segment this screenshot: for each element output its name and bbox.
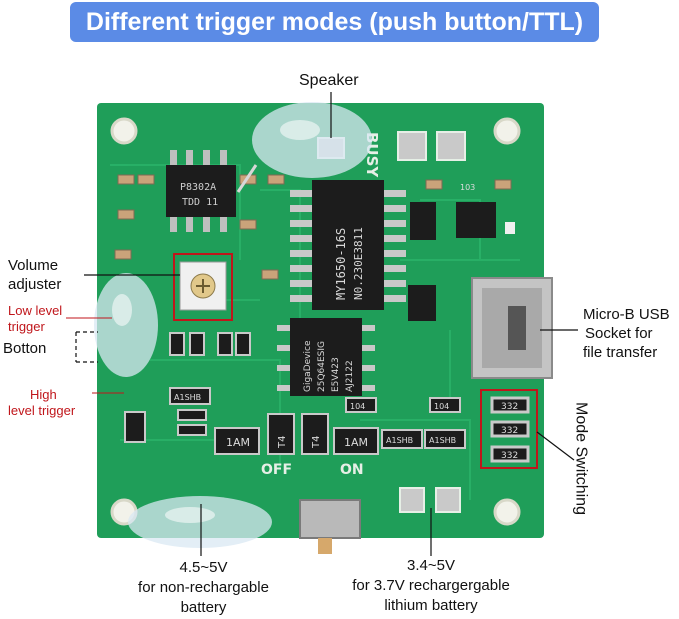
battery-pad-1 (399, 487, 425, 513)
volume-highlight-box (173, 253, 233, 321)
battery-pad-2 (435, 487, 461, 513)
title-banner: Different trigger modes (push button/TTL… (70, 2, 599, 42)
silk-off: OFF (261, 462, 292, 478)
res-332-b: 332 (501, 426, 518, 436)
glue-left (94, 273, 158, 377)
res-1am-a: 1AM (226, 436, 250, 449)
res-332-c: 332 (501, 451, 518, 461)
res-103: 103 (460, 183, 475, 192)
res-a1shb-b: A1SHB (429, 436, 456, 445)
glue-speaker (252, 102, 372, 178)
res-104-b: 104 (434, 402, 449, 411)
label-batt2-2: for 3.7V rechargergable (352, 577, 510, 594)
ic-small (166, 165, 236, 217)
label-usb-2: Socket for (585, 325, 653, 342)
res-104-a: 104 (350, 402, 365, 411)
label-usb-1: Micro-B USB (583, 306, 670, 323)
label-high-2: level trigger (8, 403, 76, 418)
label-high-1: High (30, 387, 57, 402)
silk-on: ON (340, 462, 364, 478)
ic-flash-label-1: GigaDevice (303, 340, 313, 392)
mount-hole-tr (493, 117, 521, 145)
ic-main-label-1: MY1650-16S (334, 228, 348, 300)
ic-flash (290, 318, 362, 396)
ic-flash-label-3: E5V423 (331, 357, 341, 392)
res-1am-b: 1AM (344, 436, 368, 449)
ic-flash-label-2: 25Q64ESIG (317, 341, 327, 392)
label-volume-1: Volume (8, 257, 59, 274)
res-t4-a: T4 (277, 436, 288, 449)
label-batt1-1: 4.5~5V (179, 559, 228, 576)
res-t4-b: T4 (311, 436, 322, 449)
mode-switching-box (480, 389, 538, 469)
label-batt1-2: for non-rechargable (138, 579, 269, 596)
mount-hole-tl (110, 117, 138, 145)
label-batt2-1: 3.4~5V (407, 557, 455, 574)
label-low-2: trigger (8, 319, 45, 334)
ic-small-label-2: TDD 11 (182, 197, 218, 208)
res-a1shb-c: A1SHB (174, 393, 201, 402)
ic-main-label-2: N0.230E3811 (352, 227, 365, 300)
label-mode-switching: Mode Switching (572, 402, 590, 515)
ic-flash-label-4: AJ2122 (345, 360, 355, 392)
label-speaker: Speaker (299, 72, 359, 89)
ic-small-label-1: P8302A (180, 182, 216, 193)
label-batt2-3: lithium battery (384, 597, 478, 614)
label-volume-2: adjuster (8, 276, 62, 293)
mount-hole-br (493, 498, 521, 526)
label-batt1-3: battery (180, 599, 227, 616)
res-a1shb-a: A1SHB (386, 436, 413, 445)
power-slide-switch (299, 499, 361, 539)
res-332-a: 332 (501, 402, 518, 412)
label-low-1: Low level (8, 303, 63, 318)
ic-main (312, 180, 384, 310)
label-botton: Botton (3, 340, 47, 357)
label-usb-3: file transfer (583, 344, 658, 361)
